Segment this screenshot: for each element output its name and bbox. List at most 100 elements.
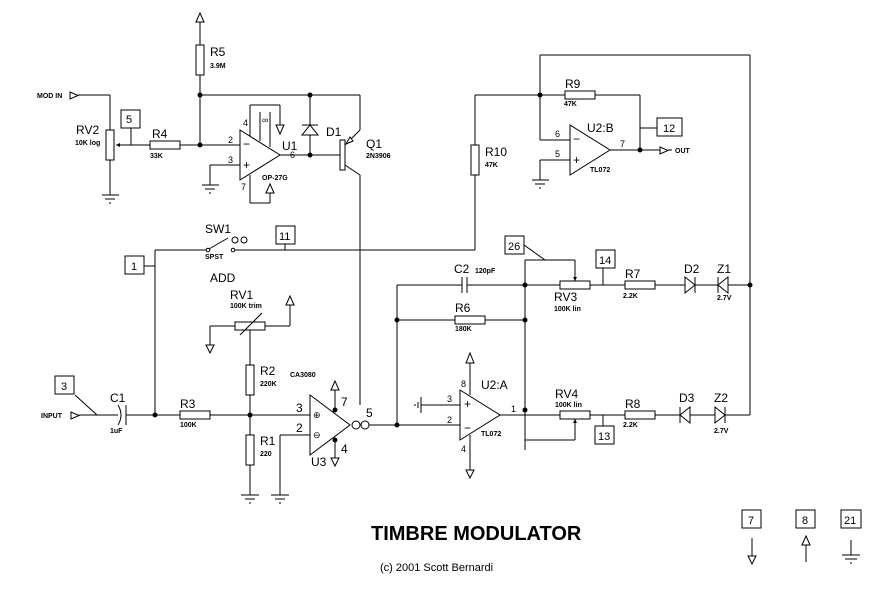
svg-text:SPST: SPST <box>205 254 224 261</box>
svg-text:4: 4 <box>461 444 466 454</box>
svg-text:3: 3 <box>228 155 233 165</box>
svg-text:26: 26 <box>508 241 520 253</box>
node-5: 5 <box>120 109 141 145</box>
svg-text:R6: R6 <box>455 301 471 315</box>
svg-text:100K trim: 100K trim <box>230 303 262 310</box>
svg-text:Q1: Q1 <box>366 137 382 151</box>
svg-text:2.7V: 2.7V <box>717 295 732 302</box>
svg-text:180K: 180K <box>455 326 472 333</box>
r5-value: 3.9M <box>210 63 226 70</box>
resistor-r3: R3 100K <box>179 397 310 429</box>
svg-text:−: − <box>464 421 471 435</box>
r5-ref: R5 <box>210 45 226 59</box>
svg-text:C2: C2 <box>454 262 470 276</box>
diode-d1: D1 <box>300 95 342 155</box>
svg-text:R1: R1 <box>260 434 276 448</box>
svg-text:INPUT: INPUT <box>41 413 63 420</box>
resistor-r4: R4 33K <box>149 127 240 160</box>
svg-text:R7: R7 <box>625 267 641 281</box>
power-plus-r5 <box>195 11 205 45</box>
potentiometer-rv4: RV4 100K lin <box>525 387 625 441</box>
svg-text:3: 3 <box>296 401 303 415</box>
zener-z1: Z1 2.7V <box>717 262 750 302</box>
svg-text:2: 2 <box>296 421 303 435</box>
svg-text:Z1: Z1 <box>717 262 731 276</box>
svg-text:4: 4 <box>243 118 248 128</box>
svg-text:12: 12 <box>663 123 675 135</box>
svg-text:−: − <box>243 137 250 151</box>
potentiometer-rv1: RV1 100K trim <box>205 288 295 365</box>
mod-in-label: MOD IN <box>37 93 62 100</box>
svg-text:R10: R10 <box>485 145 507 159</box>
svg-text:D1: D1 <box>326 125 342 139</box>
svg-text:R2: R2 <box>260 364 276 378</box>
svg-text:14: 14 <box>599 255 611 267</box>
svg-text:TL072: TL072 <box>481 431 501 438</box>
resistor-r1: R1 220 <box>241 434 276 504</box>
svg-text:3: 3 <box>61 381 67 393</box>
node-1: 1 <box>124 255 155 275</box>
mod-in-port: MOD IN <box>37 91 111 130</box>
svg-text:TL072: TL072 <box>590 167 610 174</box>
svg-text:100K: 100K <box>180 422 197 429</box>
svg-text:1: 1 <box>511 404 516 414</box>
svg-text:RV3: RV3 <box>554 290 577 304</box>
opamp-u2a: + − 3 2 8 4 U2:A TL072 1 <box>397 351 525 480</box>
node-26: 26 <box>504 235 546 261</box>
svg-text:7: 7 <box>241 182 246 192</box>
diode-d3: D3 <box>679 391 715 425</box>
svg-text:Z2: Z2 <box>714 391 728 405</box>
ground-rv2 <box>102 194 119 204</box>
svg-text:13: 13 <box>598 431 610 443</box>
resistor-r8: R8 2.2K <box>623 397 680 429</box>
svg-text:7: 7 <box>341 395 348 409</box>
svg-text:−: − <box>573 132 580 146</box>
svg-text:1uF: 1uF <box>110 428 123 435</box>
svg-text:D2: D2 <box>684 262 700 276</box>
svg-text:U2:A: U2:A <box>481 378 508 392</box>
svg-text:21: 21 <box>844 515 856 527</box>
svg-text:33K: 33K <box>150 153 163 160</box>
potentiometer-rv3: RV3 100K lin <box>554 280 625 313</box>
capacitor-c1: C1 1uF <box>110 391 180 435</box>
svg-text:5: 5 <box>366 406 373 420</box>
svg-text:47K: 47K <box>564 101 577 108</box>
node-11: 11 <box>275 225 296 250</box>
input-port: INPUT <box>41 411 118 420</box>
svg-text:RV1: RV1 <box>230 288 253 302</box>
resistor-r9: R9 47K <box>564 77 641 150</box>
svg-text:RV4: RV4 <box>555 387 578 401</box>
svg-text:⊕: ⊕ <box>313 410 321 420</box>
switch-sw1: SW1 SPST <box>205 222 248 261</box>
out-port: OUT <box>659 146 691 155</box>
add-label: ADD <box>210 271 236 285</box>
resistor-r5: R5 3.9M <box>195 44 226 95</box>
svg-text:U2:B: U2:B <box>587 121 614 135</box>
svg-text:2: 2 <box>228 135 233 145</box>
svg-text:3: 3 <box>447 394 452 404</box>
svg-text:7: 7 <box>748 515 754 527</box>
svg-text:∞: ∞ <box>262 115 268 125</box>
svg-text:⊖: ⊖ <box>313 430 321 440</box>
svg-text:U1: U1 <box>282 139 298 153</box>
svg-text:5: 5 <box>126 114 132 126</box>
node-3: 3 <box>54 375 98 416</box>
svg-text:D3: D3 <box>679 391 695 405</box>
legend-node-8-vplus: 8 <box>795 509 816 562</box>
svg-text:+: + <box>464 397 471 411</box>
legend-node-7-vminus: 7 <box>741 509 762 566</box>
svg-text:R4: R4 <box>152 127 168 141</box>
svg-text:+: + <box>573 153 580 167</box>
svg-text:11: 11 <box>279 231 290 243</box>
svg-text:U3: U3 <box>311 455 327 469</box>
svg-text:SW1: SW1 <box>205 222 231 236</box>
svg-text:1: 1 <box>131 261 137 273</box>
copyright-text: (c) 2001 Scott Bernardi <box>380 562 493 574</box>
svg-text:R9: R9 <box>565 77 581 91</box>
potentiometer-rv2: RV2 10K log <box>75 123 150 195</box>
resistor-r10: R10 47K <box>470 95 507 250</box>
zener-z2: Z2 2.7V <box>714 391 751 435</box>
svg-text:2.2K: 2.2K <box>623 293 638 300</box>
svg-text:OUT: OUT <box>675 148 691 155</box>
transistor-q1: Q1 2N3906 <box>339 95 391 405</box>
